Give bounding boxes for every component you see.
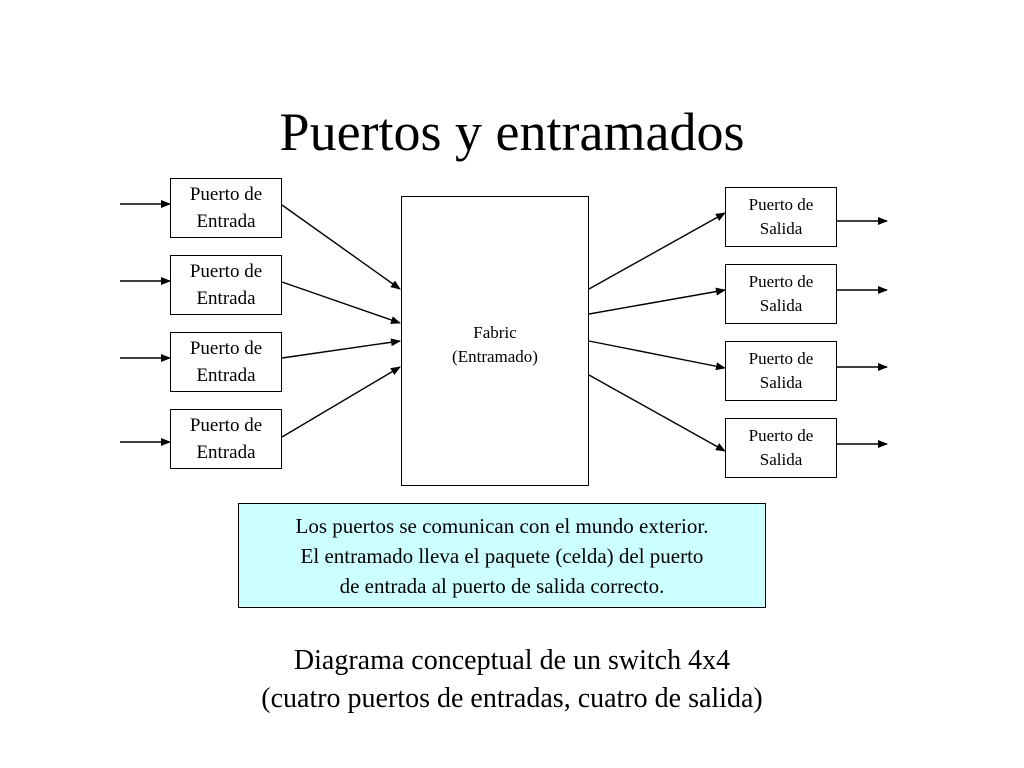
fabric-to-output-3 <box>588 340 726 371</box>
input-to-fabric-2 <box>281 281 401 324</box>
input-port-label-line1: Puerto de <box>189 338 263 359</box>
input-port-label-line2: Entrada <box>196 442 256 463</box>
output-port-label-line1: Puerto de <box>748 349 814 368</box>
slide-title: Puertos y entramados <box>279 102 745 162</box>
input-port-label-line2: Entrada <box>196 211 256 232</box>
fabric-to-output-4 <box>588 374 726 452</box>
output-port-box: Puerto de Salida <box>725 418 837 478</box>
output-port-label-line1: Puerto de <box>748 195 814 214</box>
output-port-label-line2: Salida <box>759 219 803 238</box>
input-port-label-line1: Puerto de <box>189 184 263 205</box>
output-port-box: Puerto de Salida <box>725 341 837 401</box>
input-to-fabric-1 <box>281 204 401 290</box>
output-port-label-line2: Salida <box>759 296 803 315</box>
fabric-box: Fabric (Entramado) <box>401 196 589 486</box>
fabric-to-output-1 <box>588 212 726 290</box>
fabric-label-line2: (Entramado) <box>452 347 538 366</box>
input-port-box: Puerto de Entrada <box>170 332 282 392</box>
input-port-label-line1: Puerto de <box>189 261 263 282</box>
output-port-label-line2: Salida <box>759 450 803 469</box>
fabric-label-line1: Fabric <box>473 323 517 342</box>
explanation-note: Los puertos se comunican con el mundo ex… <box>238 503 766 608</box>
output-port-label-line1: Puerto de <box>748 426 814 445</box>
note-line-2: El entramado lleva el paquete (celda) de… <box>300 543 704 568</box>
caption-line-1: Diagrama conceptual de un switch 4x4 <box>293 645 731 676</box>
input-to-fabric-3 <box>281 338 401 359</box>
fabric-to-output-2 <box>588 287 726 315</box>
caption-line-2: (cuatro puertos de entradas, cuatro de s… <box>261 683 763 714</box>
input-port-box: Puerto de Entrada <box>170 255 282 315</box>
input-port-box: Puerto de Entrada <box>170 409 282 469</box>
input-port-label-line2: Entrada <box>196 365 256 386</box>
output-port-box: Puerto de Salida <box>725 264 837 324</box>
input-port-label-line2: Entrada <box>196 288 256 309</box>
diagram-caption: Diagrama conceptual de un switch 4x4 (cu… <box>0 642 1024 718</box>
input-port-box: Puerto de Entrada <box>170 178 282 238</box>
input-port-label-line1: Puerto de <box>189 415 263 436</box>
note-line-3: de entrada al puerto de salida correcto. <box>339 573 665 598</box>
output-port-label-line2: Salida <box>759 373 803 392</box>
input-to-fabric-4 <box>281 366 401 438</box>
note-line-1: Los puertos se comunican con el mundo ex… <box>295 513 709 538</box>
output-port-label-line1: Puerto de <box>748 272 814 291</box>
output-port-box: Puerto de Salida <box>725 187 837 247</box>
